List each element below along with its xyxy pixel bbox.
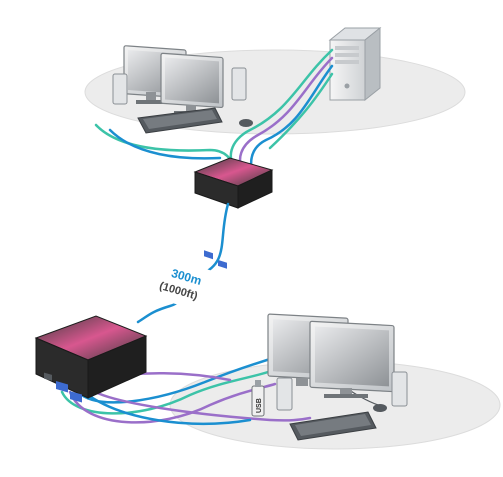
bottom-station: USB xyxy=(60,313,501,450)
keyboard-icon xyxy=(289,411,377,441)
receiver-unit-icon xyxy=(34,315,148,403)
usb-label: USB xyxy=(256,398,263,413)
speaker-icon xyxy=(391,371,408,407)
transmitter-unit-icon xyxy=(193,157,274,269)
dual-monitor-icon xyxy=(123,45,224,115)
speaker-icon xyxy=(231,67,247,101)
speaker-icon xyxy=(112,73,128,105)
cable-length-label: 300m (1000ft) xyxy=(156,258,218,313)
keyboard-icon xyxy=(137,107,223,134)
dual-monitor-icon xyxy=(267,313,395,398)
usb-stick-icon: USB xyxy=(251,380,265,417)
mouse-icon xyxy=(239,119,253,127)
speaker-icon xyxy=(276,377,293,411)
top-station xyxy=(84,26,466,174)
computer-tower-icon xyxy=(328,26,382,102)
mouse-icon xyxy=(373,404,387,412)
